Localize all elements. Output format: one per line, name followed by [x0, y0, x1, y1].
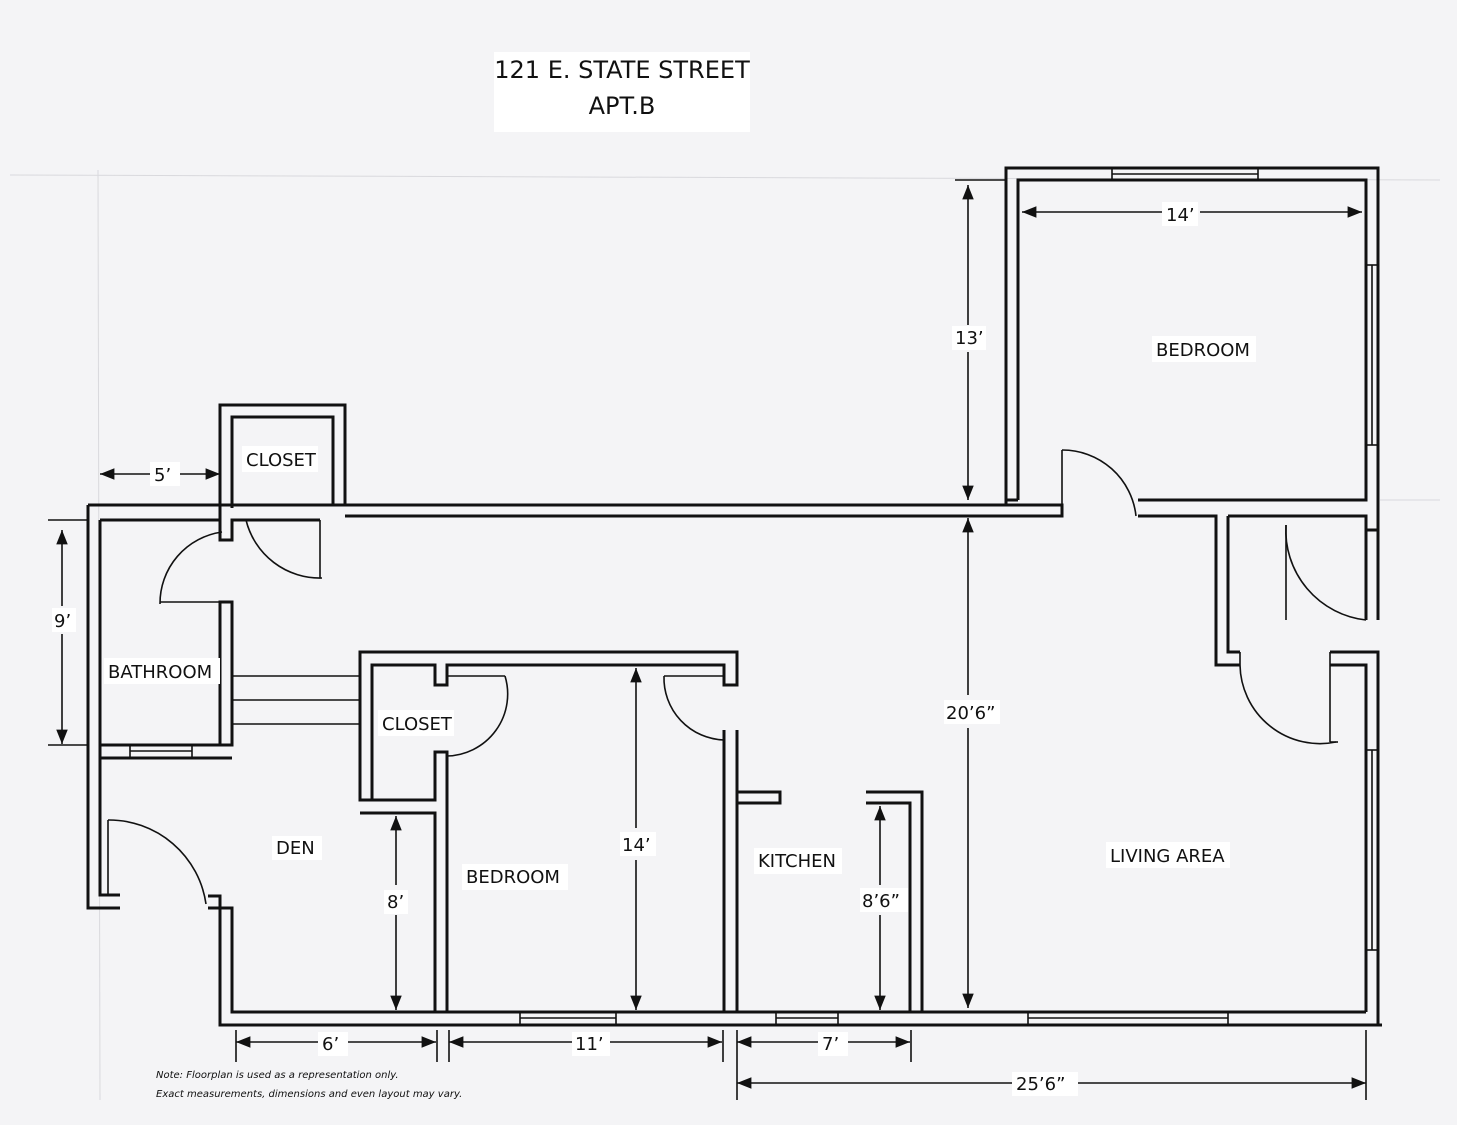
top-bedroom-walls [1004, 166, 1380, 517]
dim-living-width: 25’6” [1016, 1074, 1065, 1095]
note-line-2: Exact measurements, dimensions and even … [156, 1089, 463, 1100]
dim-bedroom-top-width: 14’ [1166, 205, 1195, 226]
dim-bath-width: 5’ [154, 465, 171, 486]
room-label-den: DEN [276, 838, 315, 859]
disclaimer-note: Note: Floorplan is used as a representat… [156, 1066, 516, 1104]
dim-living-height: 20’6” [946, 703, 995, 724]
room-labels: BEDROOM CLOSET BATHROOM CLOSET DEN BEDRO… [104, 336, 1256, 890]
address-title: 121 E. STATE STREET [494, 56, 750, 84]
dim-den-width: 6’ [322, 1034, 339, 1055]
title-block: 121 E. STATE STREET APT.B [494, 52, 750, 132]
kitchen-walls [737, 790, 924, 1026]
dim-bath-height: 9’ [54, 611, 71, 632]
note-line-1: Note: Floorplan is used as a representat… [156, 1070, 399, 1081]
room-label-closet-top: CLOSET [246, 450, 317, 471]
dim-bedroom-mid-width: 11’ [575, 1034, 604, 1055]
room-label-bedroom-mid: BEDROOM [466, 867, 560, 888]
main-walls [86, 503, 1382, 1027]
room-label-bedroom-top: BEDROOM [1156, 340, 1250, 361]
living-walls [1027, 514, 1380, 1026]
dim-den-depth: 8’ [387, 892, 404, 913]
middle-rooms-walls [358, 650, 739, 1026]
room-label-bathroom: BATHROOM [108, 662, 212, 683]
dim-kitchen-width: 7’ [822, 1034, 839, 1055]
room-label-living-area: LIVING AREA [1110, 846, 1225, 867]
dimension-labels: 14’ 13’ 5’ 9’ 20’6” 8’ 14’ 8’6” 6’ 11’ 7… [52, 202, 1198, 1096]
top-closet-walls [218, 403, 347, 579]
apartment-title: APT.B [588, 92, 656, 120]
dim-kitchen-depth: 8’6” [862, 891, 900, 912]
room-label-kitchen: KITCHEN [758, 851, 836, 872]
dim-bedroom-top-height: 13’ [955, 328, 984, 349]
dimension-lines [48, 179, 1367, 1100]
dim-bedroom-mid-depth: 14’ [622, 835, 651, 856]
room-label-closet-mid: CLOSET [382, 714, 453, 735]
